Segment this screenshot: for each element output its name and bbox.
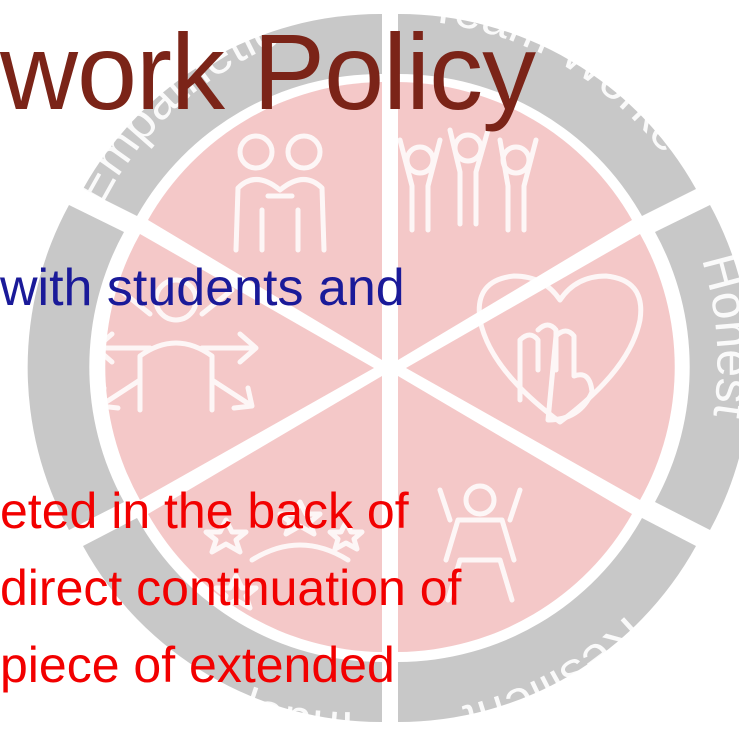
body-line-2: eted in the back of [0, 483, 409, 539]
pie-slice-versatile [105, 234, 374, 500]
ring-segment-honest [655, 205, 739, 530]
stars-people-icon [203, 499, 365, 611]
slide-title: work Policy [0, 11, 536, 132]
ring-segments [27, 13, 739, 723]
body-line-4: piece of extended [0, 637, 395, 693]
body-line-1: with students and [0, 259, 405, 317]
people-hug-icon [233, 133, 327, 253]
body-line-3: direct continuation of [0, 560, 462, 616]
ring-segment-independent [83, 518, 382, 723]
person-arrows-icon [93, 277, 259, 413]
pie-slice-independent [148, 376, 382, 652]
pie-slice-resilient [398, 376, 632, 652]
ring-segment-versatile [27, 205, 124, 530]
person-lifting-icon [437, 483, 523, 603]
pie-slice-empathetic [148, 82, 382, 360]
team-cheer-icon [397, 127, 539, 233]
ring-segment-team-worker [398, 13, 696, 216]
ring-segment-resilient [398, 518, 696, 722]
ring-segment-empathetic [83, 13, 382, 217]
hand-on-heart-icon [476, 273, 644, 425]
